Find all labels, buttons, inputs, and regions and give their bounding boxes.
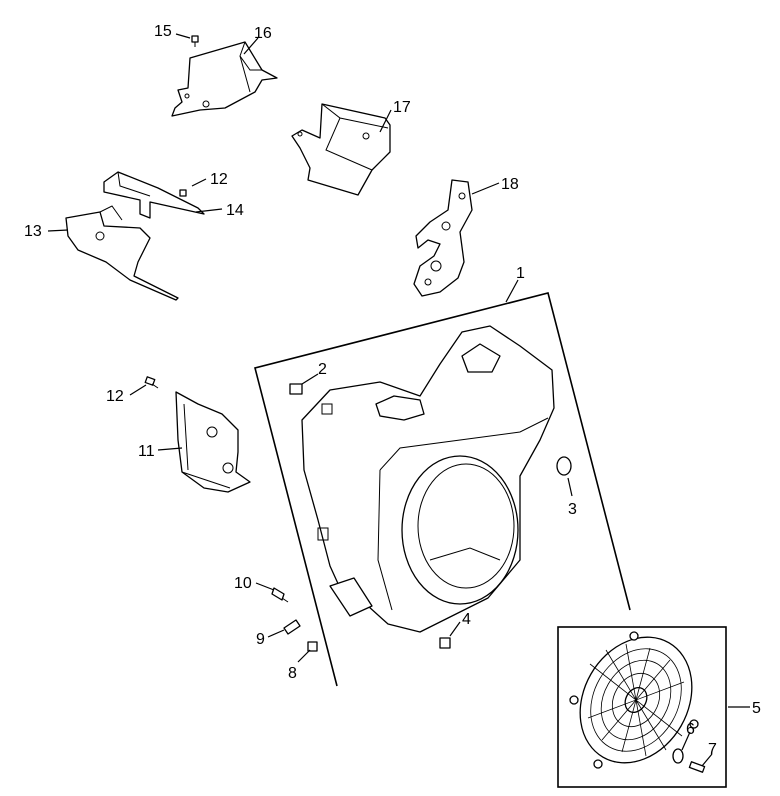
callout-4: 4	[462, 611, 471, 628]
leader-18	[471, 182, 500, 195]
part-18-bracket	[413, 179, 473, 297]
part-1-blower-housing	[301, 325, 555, 633]
callout-12-upper: 12	[210, 171, 228, 188]
callout-18: 18	[501, 176, 519, 193]
callout-1: 1	[516, 265, 525, 282]
part-9-stud	[283, 619, 301, 635]
callout-16: 16	[254, 25, 272, 42]
leader-14	[195, 208, 223, 213]
leader-7	[701, 753, 713, 767]
part-2-clip	[289, 383, 303, 395]
callout-2: 2	[318, 361, 327, 378]
part-4-speed-nut	[439, 637, 451, 649]
callout-17: 17	[393, 99, 411, 116]
leader-17	[379, 109, 392, 133]
callout-7: 7	[708, 741, 717, 758]
part-14-baffle-bracket	[103, 171, 205, 219]
callout-8: 8	[288, 665, 297, 682]
part-7-screw	[688, 761, 706, 773]
callout-6: 6	[686, 721, 695, 738]
part-3-grommet	[556, 456, 572, 476]
leader-12b	[129, 384, 147, 396]
part-13-baffle-lower	[65, 205, 179, 301]
part-16-baffle-upper	[171, 41, 278, 117]
leader-16	[243, 37, 259, 55]
callout-10: 10	[234, 575, 252, 592]
leader-12a	[191, 178, 207, 187]
leader-2	[301, 373, 319, 385]
assembly-1-frame	[254, 292, 631, 687]
leader-8	[297, 649, 311, 663]
leader-6	[681, 731, 691, 751]
leader-15	[175, 33, 191, 39]
callout-5: 5	[752, 700, 761, 717]
leader-3	[567, 477, 573, 497]
callout-15: 15	[154, 23, 172, 40]
leader-13	[47, 229, 69, 232]
part-17-shroud-cover	[291, 103, 391, 196]
callout-14: 14	[226, 202, 244, 219]
leader-9	[267, 629, 285, 638]
callout-13: 13	[24, 223, 42, 240]
callout-9: 9	[256, 631, 265, 648]
leader-11	[157, 447, 183, 451]
part-10-bolt	[271, 587, 289, 603]
assembly-5-frame	[557, 626, 727, 788]
part-6-washer	[672, 748, 684, 764]
part-8-nut	[307, 641, 318, 652]
callout-12-lower: 12	[106, 388, 124, 405]
leader-4	[449, 621, 461, 637]
part-15-screw	[191, 35, 199, 47]
part-11-baffle-side	[175, 391, 251, 493]
callout-11: 11	[138, 443, 155, 460]
callout-3: 3	[568, 501, 577, 518]
leader-10	[255, 582, 275, 591]
part-5-fan-grille	[569, 631, 699, 769]
part-12-screw-lower	[144, 376, 159, 389]
leader-1	[505, 279, 519, 303]
